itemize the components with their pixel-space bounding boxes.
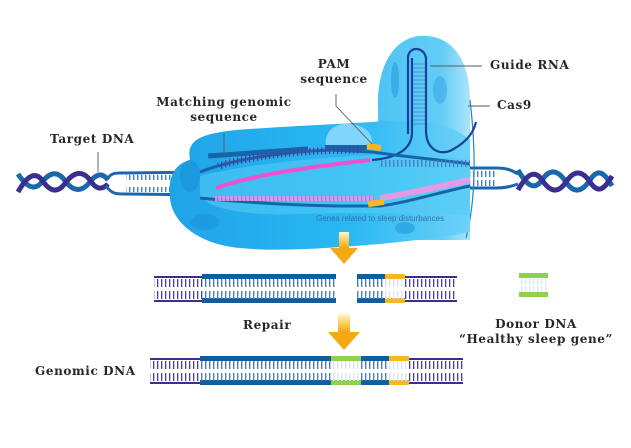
- leader-lines: [97, 65, 490, 172]
- inserted-healthy-gene-top: [331, 356, 361, 361]
- label-genomic-dna: Genomic DNA: [35, 364, 136, 378]
- target-dna-left-unwound: [104, 170, 211, 197]
- target-dna-left-helix: [15, 171, 110, 194]
- label-target-dna: Target DNA: [50, 132, 135, 146]
- label-matching-genomic-sequence-line1: Matching genomic: [156, 95, 292, 109]
- guide-rna-spacer: [215, 158, 371, 190]
- repair-arrow: [328, 314, 360, 350]
- label-pam-sequence-line1: PAM: [317, 57, 351, 71]
- target-dna-right-helix: [515, 168, 615, 193]
- label-donor-dna-line1: Donor DNA: [495, 317, 577, 331]
- cut-arrow: [330, 232, 358, 264]
- pam-top: [385, 274, 405, 279]
- caption-sleep-genes: Genes related to sleep disturbances: [316, 214, 445, 223]
- target-dna-right-unwound: [430, 166, 519, 190]
- label-pam-sequence-line2: sequence: [300, 72, 368, 86]
- label-donor-dna-line2: “Healthy sleep gene”: [458, 332, 614, 346]
- label-cas9: Cas9: [497, 98, 532, 112]
- label-donor-dna: Donor DNA “Healthy sleep gene”: [456, 317, 616, 347]
- cut-dna: [154, 274, 457, 303]
- target-dna-in-cas9: [199, 143, 471, 208]
- label-pam-sequence: PAM sequence: [300, 57, 368, 87]
- pam-bottom: [367, 198, 385, 208]
- inserted-healthy-gene-bottom: [331, 380, 361, 385]
- label-guide-rna: Guide RNA: [490, 58, 570, 72]
- leader-pam: [335, 94, 373, 145]
- label-repair: Repair: [243, 318, 292, 332]
- label-matching-genomic-sequence: Matching genomic sequence: [156, 95, 292, 125]
- pam-top: [366, 143, 382, 151]
- donor-dna: [519, 273, 548, 297]
- label-matching-genomic-sequence-line2: sequence: [190, 110, 258, 124]
- pam-bottom: [385, 298, 405, 303]
- repaired-genomic-dna: [150, 356, 463, 385]
- guide-rna: [371, 47, 478, 162]
